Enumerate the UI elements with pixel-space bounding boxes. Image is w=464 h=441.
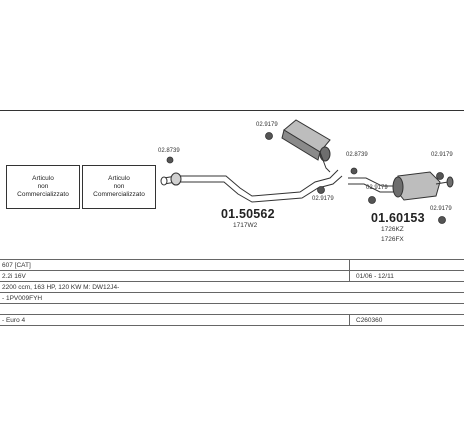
clamp-icon	[317, 186, 325, 194]
table-border	[0, 281, 464, 282]
table-border	[0, 314, 464, 315]
catalog-code: C260360	[356, 317, 383, 324]
box-label-line2: non	[113, 183, 125, 190]
front-pipe-ref: 1717W2	[233, 222, 258, 229]
rear-silencer-ref-2: 1726FX	[381, 236, 404, 243]
clamp-label: 02.9179	[256, 122, 278, 128]
exhaust-drawing	[160, 119, 454, 224]
table-column-divider	[349, 259, 350, 281]
table-border	[0, 292, 464, 293]
vehicle-vin: - 1PV009FYH	[2, 295, 43, 302]
box-label-line3: Commercializzato	[17, 191, 69, 198]
clamp-label: 02.9179	[312, 196, 334, 202]
vehicle-date-range: 01/06 - 12/11	[356, 273, 394, 280]
clamp-label: 02.9179	[366, 185, 388, 191]
rear-silencer-code: 01.60153	[371, 211, 425, 225]
table-border	[0, 325, 464, 326]
not-available-box-2: Articulo non Commercializzato	[82, 165, 156, 209]
clamp-icon	[436, 172, 444, 180]
box-label-line2: non	[37, 183, 49, 190]
clamp-icon	[368, 196, 376, 204]
box-label-line3: Commercializzato	[93, 191, 145, 198]
front-pipe[interactable]	[160, 169, 343, 203]
rear-silencer[interactable]	[348, 171, 454, 201]
box-label-line1: Articulo	[108, 175, 130, 182]
clamp-label: 02.8739	[346, 152, 368, 158]
clamp-label: 02.8739	[158, 148, 180, 154]
not-available-box-1: Articulo non Commercializzato	[6, 165, 80, 209]
front-pipe-code: 01.50562	[221, 207, 275, 221]
center-muffler[interactable]	[281, 119, 331, 173]
table-border	[0, 110, 464, 111]
table-border	[0, 270, 464, 271]
box-label-line1: Articulo	[32, 175, 54, 182]
clamp-label: 02.9179	[430, 206, 452, 212]
clamp-icons	[166, 132, 446, 224]
table-border	[0, 303, 464, 304]
vehicle-engine-spec: 2200 ccm, 163 HP, 120 KW M: DW12J4-	[2, 284, 120, 291]
vehicle-engine: 2.2i 16V	[2, 273, 26, 280]
clamp-icon	[438, 216, 446, 224]
clamp-icon	[166, 156, 174, 164]
rear-silencer-ref-1: 1726KZ	[381, 226, 404, 233]
vehicle-model: 607 [CAT]	[2, 262, 31, 269]
table-border	[0, 259, 464, 260]
table-column-divider	[349, 314, 350, 325]
clamp-icon	[350, 167, 358, 175]
clamp-icon	[265, 132, 273, 140]
clamp-label: 02.9179	[431, 152, 453, 158]
vehicle-emission: - Euro 4	[2, 317, 26, 324]
